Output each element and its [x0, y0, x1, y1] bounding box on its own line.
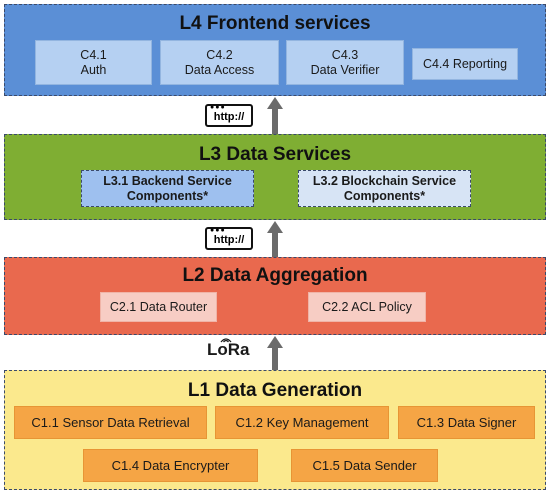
component-c4-2: C4.2 Data Access — [160, 40, 279, 85]
arrow-l3-to-l4 — [267, 97, 283, 134]
component-c1-5: C1.5 Data Sender — [291, 449, 438, 482]
component-l3-2-line2: Components* — [343, 188, 426, 203]
component-c1-3-label: C1.3 Data Signer — [416, 415, 517, 430]
component-l3-2-line1: L3.2 Blockchain Service — [312, 173, 457, 188]
arrow-l1-to-l2 — [267, 336, 283, 370]
layer-l3-title: L3 Data Services — [198, 144, 352, 165]
component-c1-4: C1.4 Data Encrypter — [83, 449, 258, 482]
component-c4-2-id: C4.2 — [206, 47, 233, 62]
component-c4-4-label: C4.4 Reporting — [422, 56, 508, 71]
layer-l2-title: L2 Data Aggregation — [182, 265, 368, 286]
component-c1-4-label: C1.4 Data Encrypter — [111, 458, 230, 473]
lora-label: LoRa — [207, 340, 250, 359]
component-c4-4: C4.4 Reporting — [412, 48, 518, 80]
layer-l3-data-services: L3 Data Services L3.1 Backend Service Co… — [4, 134, 546, 220]
component-c1-3: C1.3 Data Signer — [398, 406, 535, 439]
component-c4-1: C4.1 Auth — [35, 40, 152, 85]
component-c1-5-label: C1.5 Data Sender — [312, 458, 417, 473]
component-c2-1-label: C2.1 Data Router — [109, 299, 208, 314]
component-l3-1-backend: L3.1 Backend Service Components* — [81, 170, 254, 207]
arrow-l2-to-l3 — [267, 221, 283, 257]
layer-l1-title: L1 Data Generation — [187, 380, 363, 401]
component-c2-1: C2.1 Data Router — [100, 292, 217, 322]
component-l3-1-line2: Components* — [126, 188, 209, 203]
component-c2-2-label: C2.2 ACL Policy — [322, 299, 412, 314]
http-icon-lower: ●●● http:// — [205, 227, 253, 250]
component-c1-2: C1.2 Key Management — [215, 406, 389, 439]
layer-l4-title: L4 Frontend services — [179, 13, 371, 34]
lora-logo: LoRa — [207, 340, 250, 360]
http-label-upper: http:// — [213, 111, 245, 123]
component-c4-2-name: Data Access — [184, 62, 255, 77]
component-c4-1-name: Auth — [80, 62, 107, 77]
layer-l1-data-generation: L1 Data Generation C1.1 Sensor Data Retr… — [4, 370, 546, 490]
component-c1-1-label: C1.1 Sensor Data Retrieval — [31, 415, 190, 430]
component-c4-1-id: C4.1 — [80, 47, 107, 62]
component-c2-2: C2.2 ACL Policy — [308, 292, 426, 322]
component-c4-3: C4.3 Data Verifier — [286, 40, 404, 85]
component-c1-1: C1.1 Sensor Data Retrieval — [14, 406, 207, 439]
layer-l2-data-aggregation: L2 Data Aggregation C2.1 Data Router C2.… — [4, 257, 546, 335]
component-c4-3-name: Data Verifier — [310, 62, 380, 77]
lora-wave-icon — [220, 338, 232, 343]
http-label-lower: http:// — [213, 234, 245, 246]
component-c4-3-id: C4.3 — [331, 47, 359, 62]
component-c1-2-label: C1.2 Key Management — [235, 415, 369, 430]
component-l3-2-blockchain: L3.2 Blockchain Service Components* — [298, 170, 471, 207]
component-l3-1-line1: L3.1 Backend Service — [103, 173, 232, 188]
layer-l4-frontend-services: L4 Frontend services C4.1 Auth C4.2 Data… — [4, 4, 546, 96]
http-icon-upper: ●●● http:// — [205, 104, 253, 127]
